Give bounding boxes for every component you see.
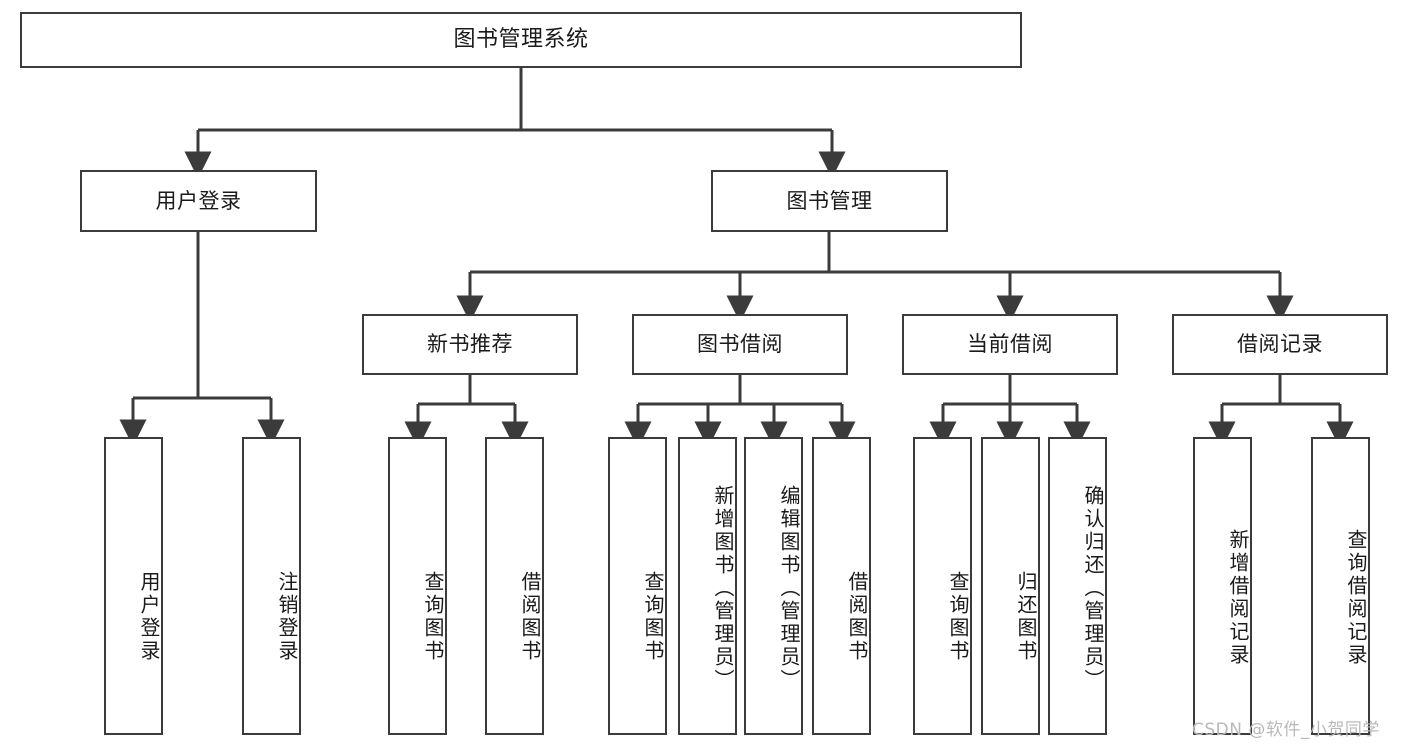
node-user-login[interactable]: 用户登录 bbox=[80, 170, 317, 232]
leaf-book-borrow-borrow[interactable]: 借阅图书 bbox=[812, 437, 871, 735]
node-new-book-recommend[interactable]: 新书推荐 bbox=[362, 314, 578, 375]
node-borrow-record[interactable]: 借阅记录 bbox=[1172, 314, 1388, 375]
node-book-management[interactable]: 图书管理 bbox=[711, 170, 948, 232]
leaf-current-borrow-return[interactable]: 归还图书 bbox=[981, 437, 1040, 735]
leaf-book-borrow-query[interactable]: 查询图书 bbox=[608, 437, 667, 735]
leaf-borrow-record-query[interactable]: 查询借阅记录 bbox=[1311, 437, 1370, 735]
leaf-borrow-record-add[interactable]: 新增借阅记录 bbox=[1193, 437, 1252, 735]
leaf-new-book-query[interactable]: 查询图书 bbox=[388, 437, 447, 735]
node-root-system[interactable]: 图书管理系统 bbox=[20, 12, 1022, 68]
leaf-user-login-logout[interactable]: 注销登录 bbox=[242, 437, 301, 735]
leaf-new-book-borrow[interactable]: 借阅图书 bbox=[485, 437, 544, 735]
leaf-book-borrow-add[interactable]: 新增图书（管理员） bbox=[678, 437, 737, 735]
leaf-user-login-login[interactable]: 用户登录 bbox=[104, 437, 163, 735]
leaf-current-borrow-query[interactable]: 查询图书 bbox=[913, 437, 972, 735]
csdn-watermark: CSDN @软件_小贺同学 bbox=[1192, 720, 1380, 740]
leaf-current-borrow-confirm-return[interactable]: 确认归还（管理员） bbox=[1048, 437, 1107, 735]
node-book-borrow[interactable]: 图书借阅 bbox=[632, 314, 848, 375]
leaf-book-borrow-edit[interactable]: 编辑图书（管理员） bbox=[744, 437, 803, 735]
node-current-borrow[interactable]: 当前借阅 bbox=[902, 314, 1118, 375]
